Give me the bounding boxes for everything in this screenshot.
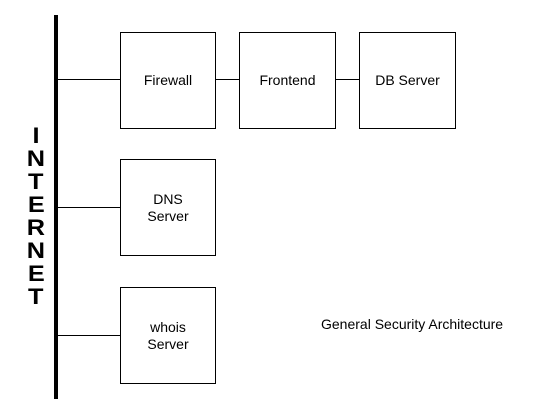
firewall-node: Firewall: [120, 32, 216, 129]
diagram-caption: General Security Architecture: [321, 316, 504, 332]
dns-server-label: DNS Server: [147, 190, 189, 224]
internet-backbone-line: [54, 15, 58, 399]
internet-letter: N: [26, 146, 46, 171]
connector-firewall-frontend: [215, 79, 239, 80]
internet-letter: T: [28, 169, 44, 194]
frontend-node: Frontend: [239, 32, 336, 129]
frontend-label: Frontend: [259, 72, 316, 88]
firewall-label: Firewall: [143, 72, 193, 88]
internet-letter: R: [26, 215, 46, 240]
connector-frontend-db: [335, 79, 359, 80]
dns-server-node: DNS Server: [120, 159, 216, 256]
internet-letter: I: [32, 123, 40, 148]
connector-internet-firewall: [58, 79, 120, 80]
whois-server-node: whois Server: [120, 287, 216, 384]
db-server-label: DB Server: [375, 72, 440, 88]
internet-letter: T: [28, 284, 44, 309]
connector-internet-whois: [58, 335, 120, 336]
internet-letter: N: [26, 238, 46, 263]
connector-internet-dns: [58, 207, 120, 208]
internet-letter: E: [27, 261, 45, 286]
db-server-node: DB Server: [359, 32, 456, 129]
internet-letter: E: [27, 192, 45, 217]
whois-server-label: whois Server: [147, 318, 189, 352]
